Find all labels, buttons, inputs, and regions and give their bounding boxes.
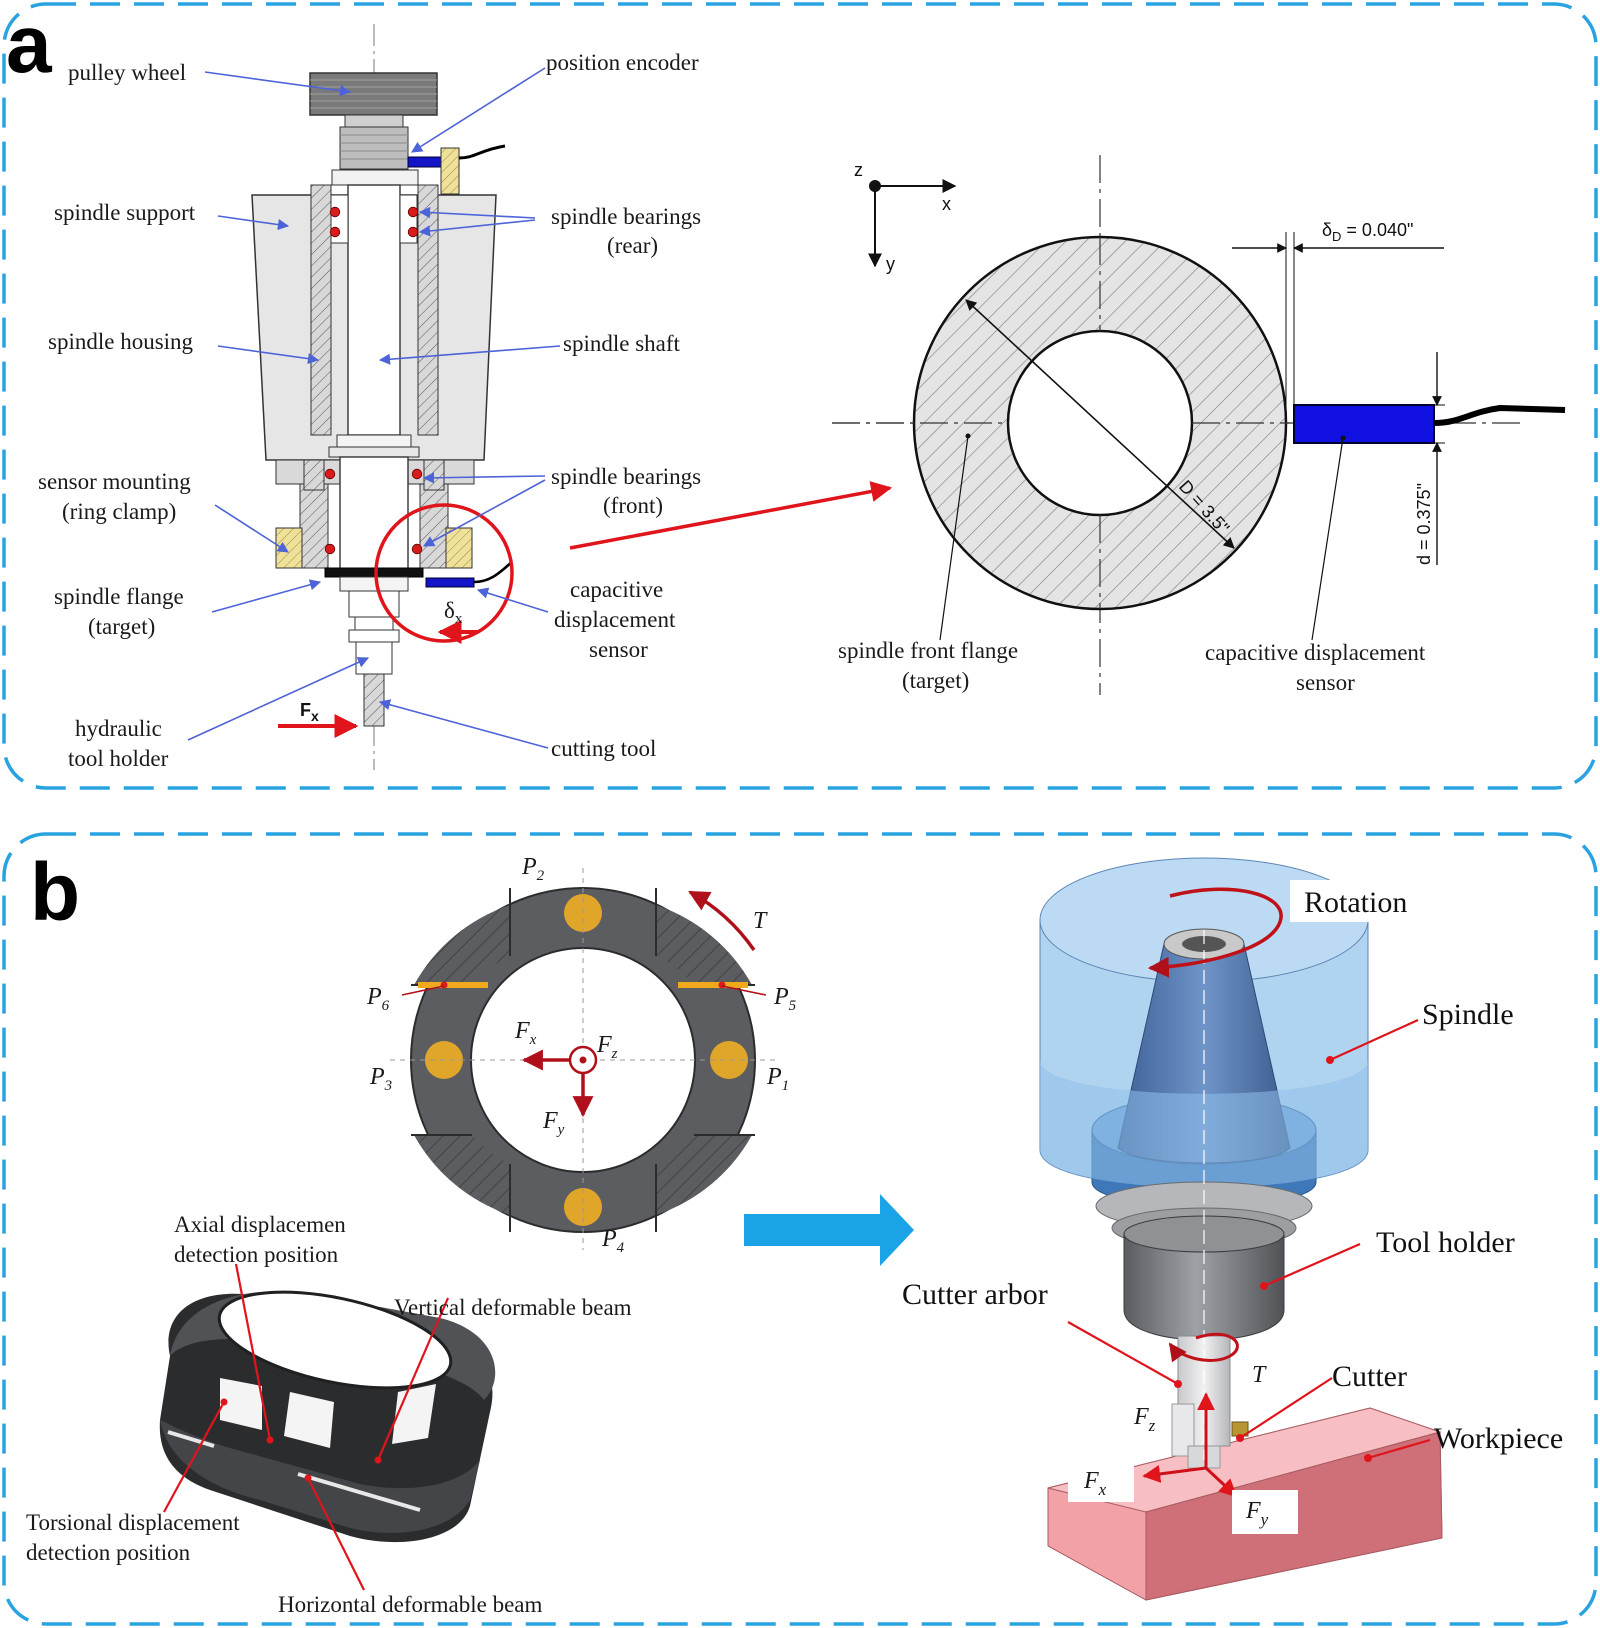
label-cutter: Cutter bbox=[1332, 1360, 1407, 1393]
label-ring-fy: Fy bbox=[542, 1108, 565, 1138]
label-axial-sub: detection position bbox=[174, 1242, 339, 1267]
ring-sensor-top-view bbox=[390, 868, 776, 1250]
detail-pointer-arrow bbox=[569, 481, 893, 550]
label-cap-sensor-sub: sensor bbox=[1296, 670, 1355, 695]
label-tool-holder-b: Tool holder bbox=[1376, 1226, 1515, 1259]
label-cap-sensor: capacitive displacement bbox=[1205, 640, 1426, 665]
flange-detail-view: z x y D = 3.5" δD = 0.040" d = 0.375" bbox=[832, 155, 1566, 695]
ring-clamp-shape bbox=[275, 527, 303, 569]
label-cutter-arbor: Cutter arbor bbox=[902, 1278, 1048, 1311]
isometric-leaders bbox=[163, 1263, 450, 1591]
label-torque: T bbox=[753, 908, 768, 934]
label-sensor-mounting: sensor mounting bbox=[38, 469, 191, 494]
axis-z-label: z bbox=[854, 160, 863, 180]
panel-a-labels: pulley wheel position encoder spindle su… bbox=[38, 50, 701, 771]
label-p3: P3 bbox=[369, 1064, 392, 1094]
panel-b-letter: b bbox=[30, 847, 80, 938]
ring-labels: P2 P6 P5 P3 P1 P4 T Fx Fz Fy bbox=[366, 854, 797, 1256]
sensor-diameter-label: d = 0.375" bbox=[1414, 483, 1434, 565]
transition-arrow bbox=[744, 1194, 914, 1266]
label-rotation: Rotation bbox=[1304, 886, 1407, 919]
label-sensor-mounting-sub: (ring clamp) bbox=[62, 499, 176, 524]
spindle-shaft-shape bbox=[347, 184, 401, 436]
label-assembly-fx: Fx bbox=[1083, 1468, 1107, 1499]
label-vertical-beam: Vertical deformable beam bbox=[394, 1295, 632, 1320]
axis-y-label: y bbox=[886, 254, 895, 274]
panel-b-frame bbox=[2, 832, 1598, 1626]
label-position-encoder: position encoder bbox=[546, 50, 699, 75]
label-torsional-sub: detection position bbox=[26, 1540, 191, 1565]
panel-a-frame bbox=[2, 2, 1598, 790]
position-encoder-shape bbox=[407, 156, 443, 168]
label-p4: P4 bbox=[601, 1226, 625, 1256]
label-assembly-fy: Fy bbox=[1245, 1498, 1269, 1529]
label-spindle-bearings-rear-sub: (rear) bbox=[607, 233, 658, 258]
label-spindle-housing: spindle housing bbox=[48, 329, 194, 354]
label-ring-fz: Fz bbox=[596, 1032, 618, 1062]
label-spindle-flange-sub: (target) bbox=[88, 614, 155, 639]
label-displacement: displacement bbox=[554, 607, 676, 632]
assembly-labels: Rotation Spindle Tool holder Cutter arbo… bbox=[902, 880, 1563, 1534]
label-p1: P1 bbox=[766, 1064, 789, 1094]
label-p6: P6 bbox=[366, 984, 390, 1014]
pad-p4 bbox=[564, 1188, 602, 1226]
label-front-flange-sub: (target) bbox=[902, 668, 969, 693]
label-assembly-torque: T bbox=[1252, 1362, 1267, 1388]
label-assembly-fz: Fz bbox=[1133, 1404, 1156, 1435]
isometric-labels: Axial displacemen detection position Ver… bbox=[26, 1212, 632, 1617]
panel-a-leaders bbox=[187, 67, 561, 749]
assembly-leaders bbox=[1067, 1018, 1431, 1462]
label-p2: P2 bbox=[521, 854, 545, 884]
label-axial: Axial displacemen bbox=[174, 1212, 346, 1237]
label-workpiece: Workpiece bbox=[1434, 1422, 1563, 1455]
label-spindle-bearings-front-sub: (front) bbox=[603, 493, 663, 518]
label-spindle: Spindle bbox=[1422, 998, 1514, 1031]
label-spindle-support: spindle support bbox=[54, 200, 196, 225]
pad-p1 bbox=[710, 1041, 748, 1079]
label-cutting-tool: cutting tool bbox=[551, 736, 656, 761]
label-tool-holder: tool holder bbox=[68, 746, 169, 771]
gap-label: δD = 0.040" bbox=[1322, 220, 1413, 244]
label-capacitive: capacitive bbox=[570, 577, 663, 602]
label-pulley-wheel: pulley wheel bbox=[68, 60, 186, 85]
label-front-flange: spindle front flange bbox=[838, 638, 1018, 663]
capacitive-sensor-shape bbox=[425, 577, 475, 588]
label-torsional: Torsional displacement bbox=[26, 1510, 240, 1535]
label-spindle-bearings-rear: spindle bearings bbox=[551, 204, 701, 229]
label-spindle-flange: spindle flange bbox=[54, 584, 184, 609]
detail-sensor-body bbox=[1293, 404, 1435, 444]
label-spindle-bearings-front: spindle bearings bbox=[551, 464, 701, 489]
label-ring-fx: Fx bbox=[514, 1018, 537, 1048]
label-p5: P5 bbox=[773, 984, 797, 1014]
label-sensor: sensor bbox=[589, 637, 648, 662]
label-fx: Fx bbox=[300, 700, 319, 724]
axis-x-label: x bbox=[942, 194, 951, 214]
label-delta-x: δx bbox=[444, 598, 463, 627]
panel-a-letter: a bbox=[6, 0, 53, 90]
spindle-cross-section bbox=[251, 24, 514, 770]
label-horizontal-beam: Horizontal deformable beam bbox=[278, 1592, 542, 1617]
ring-sensor-isometric bbox=[159, 1290, 496, 1543]
label-hydraulic: hydraulic bbox=[75, 716, 162, 741]
label-spindle-shaft: spindle shaft bbox=[563, 331, 681, 356]
cutting-tool-shape bbox=[363, 673, 385, 727]
